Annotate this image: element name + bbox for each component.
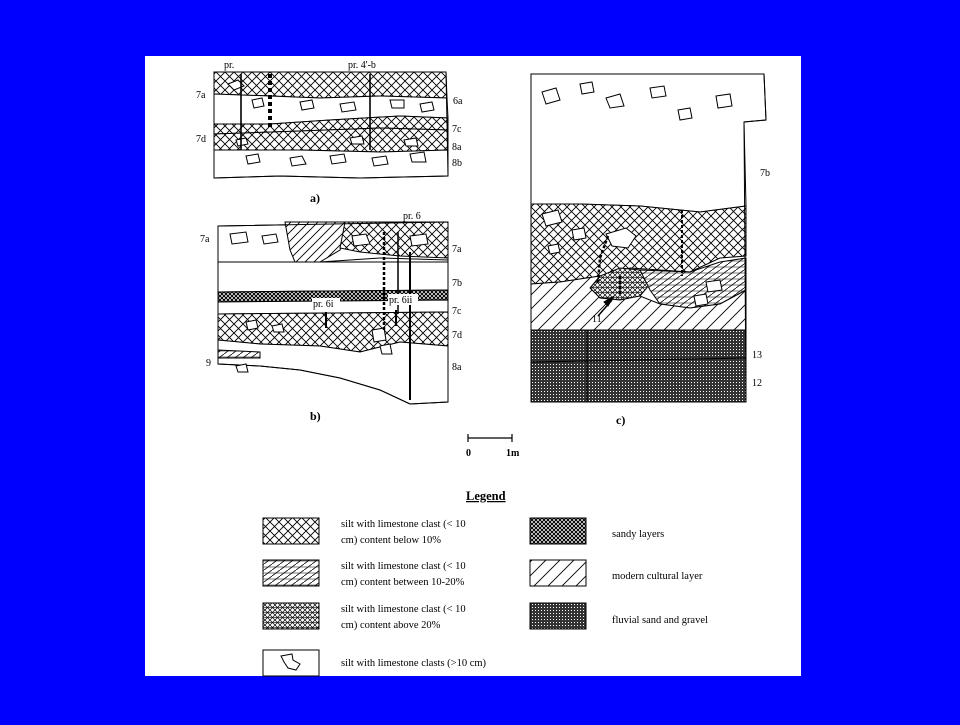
a-caption: a) [310, 191, 320, 205]
a-label-8b: 8b [452, 158, 462, 169]
legend-item-4: silt with limestone clasts (>10 cm) [341, 658, 487, 669]
c-caption: c) [616, 413, 625, 427]
legend-item-3-line1: silt with limestone clast (< 10 [341, 604, 466, 615]
b-label-7c: 7c [452, 306, 462, 317]
section-b-labels: pr. 6 pr. 6i pr. 6ii 7a 9 7a 7b 7c 7d 8a… [200, 210, 462, 423]
section-b [217, 221, 449, 405]
legend-item-1-line1: silt with limestone clast (< 10 [341, 519, 466, 530]
c-modern-layer [530, 275, 747, 331]
c-label-13: 13 [752, 350, 762, 361]
legend-title: Legend [466, 489, 506, 503]
section-a-labels: pr. pr. 4'-b 7a 7d 6a 7c 8a 8b a) [196, 60, 463, 205]
scale-bar [467, 434, 513, 442]
a-label-pr: pr. [224, 60, 234, 71]
legend-swatch-10-20 [262, 559, 320, 587]
c-label-11: 11 [592, 314, 602, 325]
legend-item-2-line2: cm) content between 10-20% [341, 577, 465, 588]
b-label-7a-right: 7a [452, 244, 462, 255]
legend-item-1-line2: cm) content below 10% [341, 535, 441, 546]
scale-zero: 0 [466, 448, 471, 459]
legend-item-7: fluvial sand and gravel [612, 615, 708, 626]
legend-swatch-fluvial [529, 602, 587, 630]
b-label-7b: 7b [452, 278, 462, 289]
a-layer-6a [213, 71, 448, 99]
legend-item-6: modern cultural layer [612, 571, 703, 582]
b-label-7a-left: 7a [200, 234, 210, 245]
legend-text: silt with limestone clast (< 10 cm) cont… [341, 519, 708, 669]
legend-swatch-below-10 [262, 517, 320, 545]
section-a [213, 71, 449, 179]
a-label-pr4b: pr. 4'-b [348, 60, 376, 71]
a-label-7d: 7d [196, 134, 206, 145]
legend-swatch-modern [529, 559, 587, 587]
section-c [530, 73, 767, 403]
c-label-7b: 7b [760, 168, 770, 179]
legend-item-3-line2: cm) content above 20% [341, 620, 441, 631]
legend-item-2-line1: silt with limestone clast (< 10 [341, 561, 466, 572]
b-label-pr6ii: pr. 6ii [389, 295, 413, 306]
b-label-pr6i: pr. 6i [313, 299, 334, 310]
legend-swatch-above-20 [262, 602, 320, 630]
legend-swatch-sandy [529, 517, 587, 545]
b-label-9: 9 [206, 358, 211, 369]
b-label-8a: 8a [452, 362, 462, 373]
a-label-8a: 8a [452, 142, 462, 153]
legend-swatches [262, 517, 587, 677]
a-label-6a: 6a [453, 96, 463, 107]
scale-one: 1m [506, 448, 520, 459]
b-label-pr6: pr. 6 [403, 211, 421, 222]
a-label-7c: 7c [452, 124, 462, 135]
b-label-7d: 7d [452, 330, 462, 341]
c-fluvial-layer [530, 329, 747, 403]
section-c-labels: 7b 11 13 12 c) [592, 168, 770, 427]
legend-item-5: sandy layers [612, 529, 664, 540]
a-label-7a: 7a [196, 90, 206, 101]
c-label-12: 12 [752, 378, 762, 389]
b-caption: b) [310, 409, 321, 423]
